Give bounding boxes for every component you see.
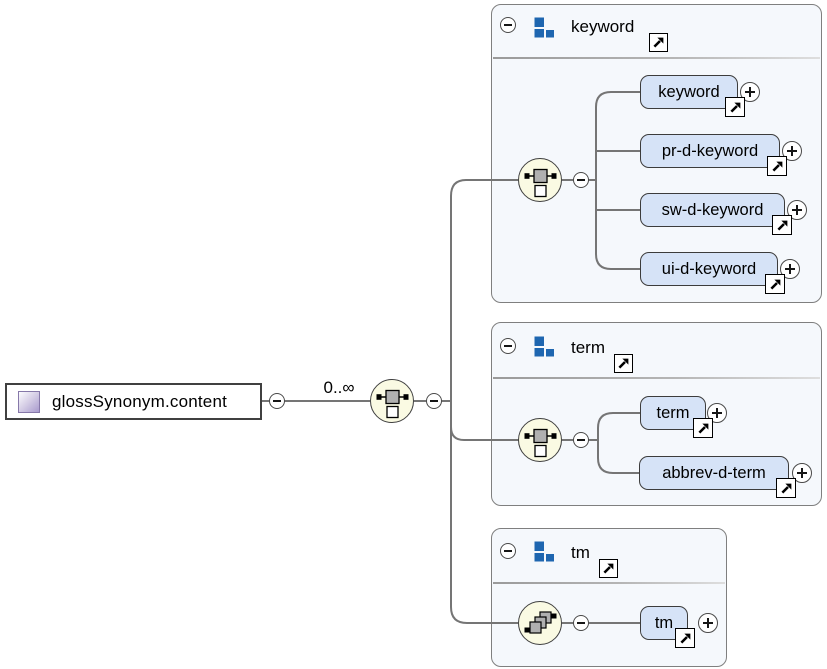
jump-to-definition-icon[interactable] [599,559,618,578]
collapse-toggle-keyword-compositor[interactable] [573,172,589,188]
ne-arrow-glyph [780,483,791,494]
header-separator [493,57,820,59]
expand-toggle[interactable] [782,141,802,161]
jump-to-definition-icon[interactable] [725,97,745,117]
choice-compositor-icon[interactable] [518,418,562,462]
collapse-toggle-term-compositor[interactable] [573,432,589,448]
ne-arrow-glyph [771,161,782,172]
jump-to-definition-icon[interactable] [614,354,633,373]
occurrence-label: 0..∞ [323,378,355,397]
expand-toggle[interactable] [792,463,812,483]
sequence-compositor-icon[interactable] [518,601,562,645]
expand-toggle[interactable] [740,82,760,102]
jump-to-definition-icon[interactable] [675,628,695,648]
choice-glyph [524,428,556,457]
element-node-tm[interactable]: tm [640,606,688,640]
ne-arrow-glyph [603,563,614,574]
jump-to-definition-icon[interactable] [693,418,713,438]
element-node-label: glossSynonym.content [52,391,228,411]
choice-compositor-icon[interactable] [518,158,562,202]
group-label-term[interactable]: term [571,338,605,357]
ne-arrow-glyph [679,633,690,644]
element-node-sw-d-keyword[interactable]: sw-d-keyword [640,193,785,227]
ne-arrow-glyph [729,102,740,113]
ne-arrow-glyph [618,358,629,369]
jump-to-definition-icon[interactable] [767,156,787,176]
group-label-keyword[interactable]: keyword [571,17,635,36]
element-node-pr-d-keyword[interactable]: pr-d-keyword [640,134,780,168]
ne-arrow-glyph [776,220,787,231]
element-node-ui-d-keyword[interactable]: ui-d-keyword [640,252,778,286]
jump-to-definition-icon[interactable] [772,215,792,235]
header-separator [493,377,820,379]
collapse-toggle-root[interactable] [269,393,285,409]
jump-to-definition-icon[interactable] [776,478,796,498]
collapse-toggle-outer-compositor[interactable] [426,393,442,409]
ne-arrow-glyph [697,423,708,434]
header-separator [493,582,725,584]
jump-to-definition-icon[interactable] [765,274,785,294]
ne-arrow-glyph [769,279,780,290]
collapse-toggle-group-keyword[interactable] [500,17,516,33]
choice-glyph [376,389,408,418]
group-icon [534,17,554,38]
element-node-abbrev-d-term[interactable]: abbrev-d-term [639,456,789,490]
expand-toggle[interactable] [698,613,718,633]
choice-compositor-icon[interactable] [370,379,414,423]
sequence-glyph [524,610,556,634]
element-node-glossSynonym-content[interactable]: glossSynonym.content [5,383,262,420]
group-label-tm[interactable]: tm [571,543,590,562]
collapse-toggle-group-tm[interactable] [500,543,516,559]
expand-toggle[interactable] [780,259,800,279]
element-node-keyword[interactable]: keyword [640,75,738,109]
choice-glyph [524,168,556,197]
element-icon [18,390,40,413]
group-icon [534,541,554,562]
group-icon [534,336,554,357]
collapse-toggle-group-term[interactable] [500,338,516,354]
expand-toggle[interactable] [787,200,807,220]
ne-arrow-glyph [653,37,664,48]
jump-to-definition-icon[interactable] [649,33,668,52]
collapse-toggle-tm-compositor[interactable] [573,615,589,631]
